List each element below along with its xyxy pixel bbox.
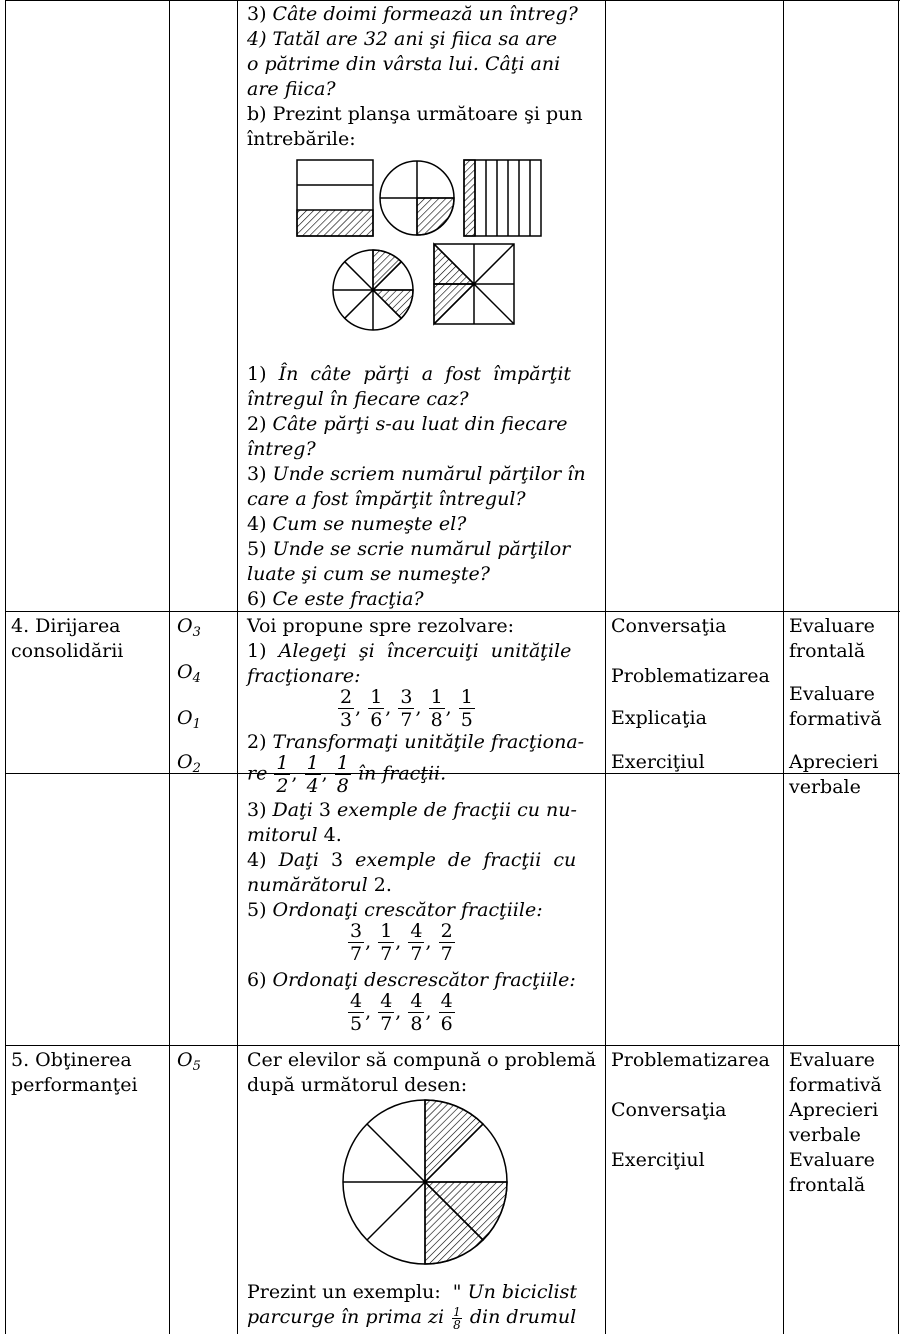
activity-text: Prezint un exemplu: " Un biciclist — [247, 1281, 578, 1303]
instruction-text: întrebările: — [247, 128, 356, 150]
evaluation-label: Aprecieri — [789, 751, 879, 773]
evaluation-label: Aprecieri — [789, 1099, 879, 1121]
evaluation-label: verbale — [789, 1124, 861, 1146]
lesson-plan-table: 3) Câte doimi formează un întreg? 4) Tat… — [5, 0, 900, 1334]
question-text: are fiica? — [247, 78, 336, 100]
table-border-left — [5, 0, 6, 1334]
row-divider-3 — [5, 611, 900, 612]
method-label: Conversaţia — [611, 615, 727, 637]
stage-label: 5. Obţinerea — [11, 1049, 132, 1071]
activity-text: 3) Daţi 3 exemple de fracţii cu nu- — [247, 799, 577, 821]
objective-label: O3 — [177, 615, 201, 640]
question-text: întregul în fiecare caz? — [247, 388, 469, 410]
question-text: 5) Unde se scrie numărul părţilor — [247, 538, 571, 560]
activity-text: 1) Alegeţi şi încercuiţi unităţile — [247, 640, 572, 662]
question-text: întreg? — [247, 438, 316, 460]
question-text: o pătrime din vârsta lui. Câţi ani — [247, 53, 561, 75]
objective-label: O4 — [177, 661, 201, 686]
question-text: 2) Câte părţi s-au luat din fiecare — [247, 413, 568, 435]
column-divider-4 — [783, 0, 784, 1334]
method-label: Conversaţia — [611, 1099, 727, 1121]
table-border-top — [5, 0, 900, 1]
method-label: Exerciţiul — [611, 751, 705, 773]
activity-text: 4) Daţi 3 exemple de fracţii cu — [247, 849, 577, 871]
stage-label: consolidării — [11, 640, 124, 662]
method-label: Exerciţiul — [611, 1149, 705, 1171]
activity-text: 2) Transformaţi unităţile fracţiona- — [247, 731, 585, 753]
method-label: Problematizarea — [611, 665, 770, 687]
circle-eighths-diagram — [342, 1099, 508, 1265]
activity-text: fracţionare: — [247, 665, 361, 687]
activity-text: Voi propune spre rezolvare: — [247, 615, 515, 637]
activity-text: numărătorul 2. — [247, 874, 392, 896]
instruction-text: b) Prezint planşa următoare şi pun — [247, 103, 583, 125]
question-text: luate şi cum se numeşte? — [247, 563, 490, 585]
evaluation-label: formativă — [789, 1074, 882, 1096]
question-text: 3) Unde scriem numărul părţilor în — [247, 463, 586, 485]
method-label: Problematizarea — [611, 1049, 770, 1071]
evaluation-label: frontală — [789, 640, 866, 662]
evaluation-label: Evaluare — [789, 683, 875, 705]
question-text: care a fost împărţit întregul? — [247, 488, 526, 510]
evaluation-label: frontală — [789, 1174, 866, 1196]
column-divider-1 — [169, 0, 170, 1334]
evaluation-label: verbale — [789, 776, 861, 798]
method-label: Explicaţia — [611, 707, 707, 729]
fractions-illustration — [296, 159, 542, 331]
evaluation-label: Evaluare — [789, 1049, 875, 1071]
column-divider-3 — [605, 0, 606, 1334]
evaluation-label: formativă — [789, 708, 882, 730]
table-border-right — [898, 0, 899, 1334]
evaluation-label: Evaluare — [789, 615, 875, 637]
row-divider-5 — [5, 1045, 900, 1046]
objective-label: O2 — [177, 751, 201, 776]
objective-label: O1 — [177, 707, 201, 732]
evaluation-label: Evaluare — [789, 1149, 875, 1171]
stage-label: performanţei — [11, 1074, 138, 1096]
activity-text: Cer elevilor să compună o problemă — [247, 1049, 597, 1071]
column-divider-2 — [237, 0, 238, 1334]
question-text: 4) Cum se numeşte el? — [247, 513, 467, 535]
activity-text: mitorul 4. — [247, 824, 342, 846]
question-text: 3) Câte doimi formează un întreg? — [247, 3, 578, 25]
activity-text: 6) Ordonaţi descrescător fracţiile: — [247, 969, 576, 991]
activity-text: după următorul desen: — [247, 1074, 468, 1096]
stage-label: 4. Dirijarea — [11, 615, 121, 637]
objective-label: O5 — [177, 1049, 201, 1074]
row-divider-4 — [5, 773, 900, 774]
question-text: 6) Ce este fracţia? — [247, 588, 424, 610]
question-text: 4) Tatăl are 32 ani şi fiica sa are — [247, 28, 558, 50]
question-text: 1) În câte părţi a fost împărţit — [247, 363, 572, 385]
activity-text: 5) Ordonaţi crescător fracţiile: — [247, 899, 543, 921]
